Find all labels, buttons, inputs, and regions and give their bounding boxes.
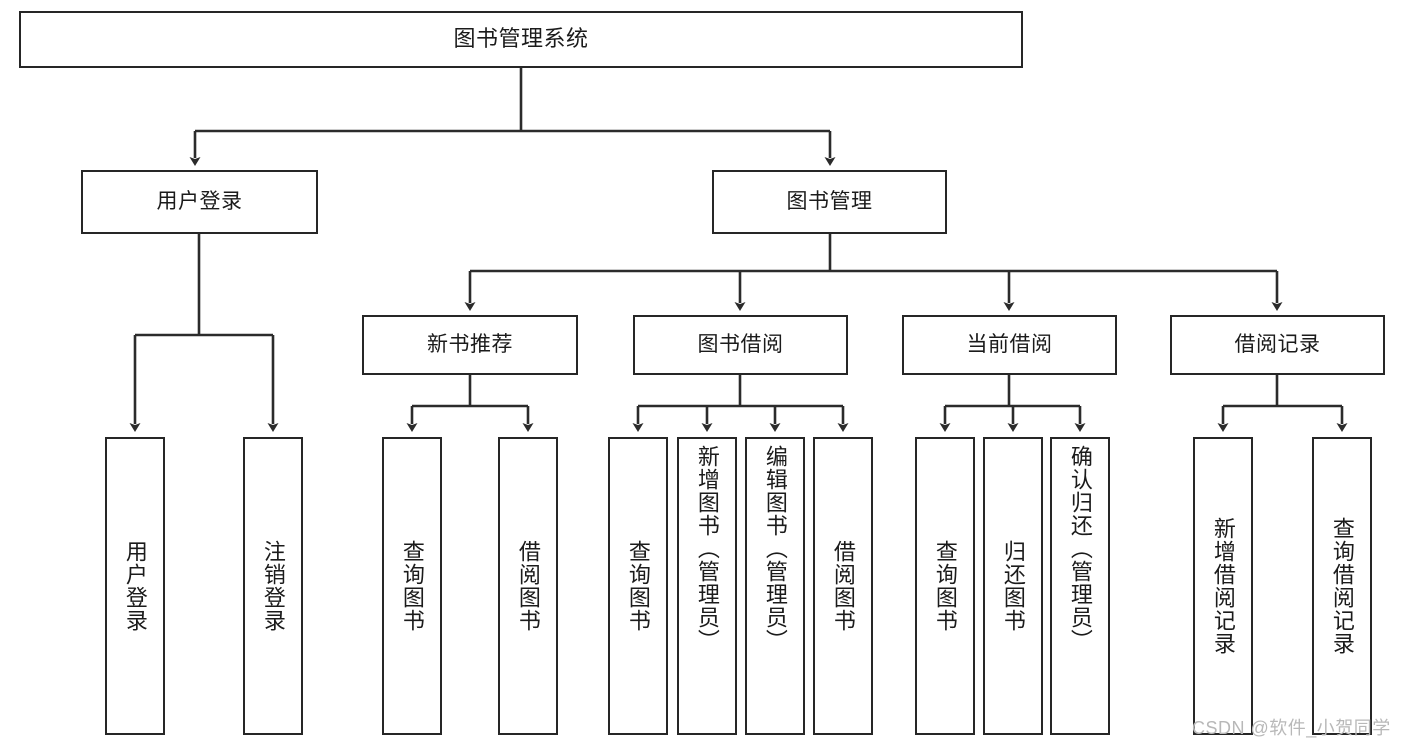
node-root-system[interactable]: 图书管理系统 [19, 11, 1023, 68]
node-new-book-recommend[interactable]: 新书推荐 [362, 315, 578, 375]
node-leaf-add-book[interactable]: 新增图书（管理员） [677, 437, 737, 735]
node-leaf-edit-book[interactable]: 编辑图书（管理员） [745, 437, 805, 735]
node-leaf-add-record[interactable]: 新增借阅记录 [1193, 437, 1253, 735]
node-leaf-query-record[interactable]: 查询借阅记录 [1312, 437, 1372, 735]
node-book-manage[interactable]: 图书管理 [712, 170, 947, 234]
node-leaf-user-login[interactable]: 用户登录 [105, 437, 165, 735]
node-leaf-logout-login[interactable]: 注销登录 [243, 437, 303, 735]
node-user-login[interactable]: 用户登录 [81, 170, 318, 234]
node-current-borrow[interactable]: 当前借阅 [902, 315, 1117, 375]
node-leaf-borrow-book-1[interactable]: 借阅图书 [498, 437, 558, 735]
node-leaf-query-book-2[interactable]: 查询图书 [608, 437, 668, 735]
node-borrow-record[interactable]: 借阅记录 [1170, 315, 1385, 375]
node-leaf-query-book-3[interactable]: 查询图书 [915, 437, 975, 735]
node-leaf-return-book[interactable]: 归还图书 [983, 437, 1043, 735]
node-leaf-query-book-1[interactable]: 查询图书 [382, 437, 442, 735]
node-book-borrow[interactable]: 图书借阅 [633, 315, 848, 375]
node-leaf-confirm-return[interactable]: 确认归还（管理员） [1050, 437, 1110, 735]
watermark-text: CSDN @软件_小贺同学 [1192, 718, 1391, 738]
node-leaf-borrow-book-2[interactable]: 借阅图书 [813, 437, 873, 735]
